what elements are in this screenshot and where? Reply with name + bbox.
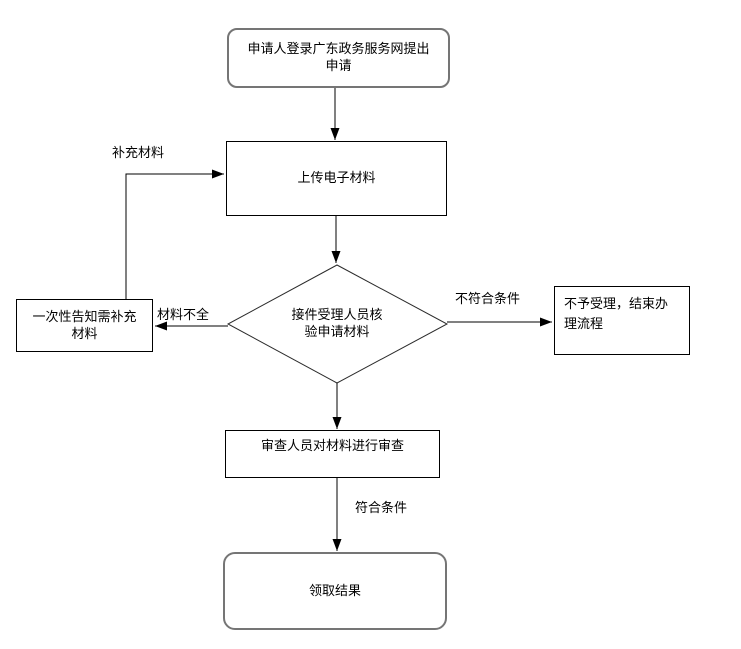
edge-label-qualified: 符合条件 [355, 501, 408, 516]
edge-label-not-qualified: 不符合条件 [455, 292, 521, 307]
node-upload-label: 上传电子材料 [297, 171, 376, 186]
node-start-label-line2: 申请 [325, 59, 352, 74]
node-upload: 上传电子材料 [226, 141, 447, 216]
node-verify-label-line1: 接件受理人员核 [291, 308, 383, 323]
edge-label-materials-incomplete: 材料不全 [157, 308, 210, 323]
node-start: 申请人登录广东政务服务网提出 申请 [227, 28, 450, 88]
node-reject: 不予受理，结束办 理流程 [554, 286, 690, 355]
node-reject-label-line1: 不予受理，结束办 [564, 297, 669, 312]
node-review: 审查人员对材料进行审查 [225, 430, 440, 478]
node-start-label-line1: 申请人登录广东政务服务网提出 [247, 42, 430, 57]
node-reject-label-line2: 理流程 [564, 317, 604, 332]
node-result: 领取结果 [223, 552, 447, 630]
node-notify-supplement: 一次性告知需补充 材料 [16, 299, 153, 352]
node-verify-label: 接件受理人员核 验申请材料 [277, 307, 397, 341]
node-notify-label-line2: 材料 [71, 326, 98, 342]
node-notify-label-line1: 一次性告知需补充 [32, 309, 137, 325]
node-verify-label-line2: 验申请材料 [304, 325, 370, 340]
edge-label-supplement-materials: 补充材料 [112, 146, 165, 161]
node-result-label: 领取结果 [308, 583, 361, 599]
node-review-label: 审查人员对材料进行审查 [260, 439, 404, 454]
edge-notify-to-upload [125, 169, 224, 299]
